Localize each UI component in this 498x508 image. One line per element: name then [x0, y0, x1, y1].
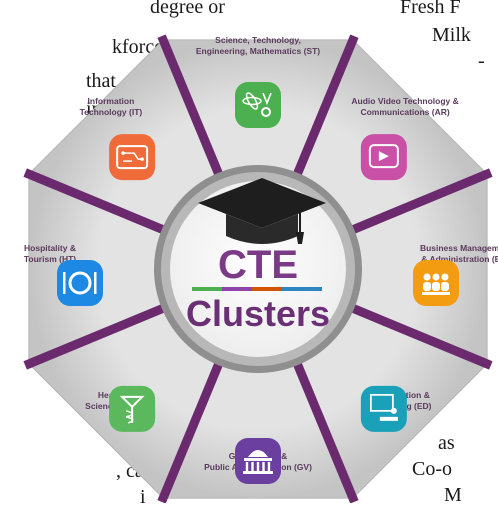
cluster-segment: Government &Public Administration (GV) — [204, 438, 312, 484]
cluster-segment: HealthScience (HL) — [85, 385, 156, 432]
bg-text-line: as — [438, 432, 455, 454]
center-title-cte: CTE — [218, 243, 298, 287]
capitol-icon — [235, 438, 281, 484]
plate-icon — [57, 260, 103, 306]
bg-text-line: Co-o — [412, 458, 452, 480]
cluster-segments: Science, Technology,Engineering, Mathema… — [24, 35, 498, 484]
media-icon — [360, 134, 407, 181]
cluster-label: & Administration (BM) — [421, 254, 498, 264]
cluster-segment: Science, Technology,Engineering, Mathema… — [196, 35, 320, 128]
cluster-segment: Business Management& Administration (BM) — [413, 243, 498, 306]
cluster-label: Technology (IT) — [80, 107, 143, 117]
cluster-label: Communications (AR) — [360, 107, 449, 117]
segment-divider — [157, 34, 224, 179]
cluster-label: Tourism (HT) — [24, 254, 76, 264]
bg-text-line: degree or — [150, 0, 225, 18]
cluster-segment: Audio Video Technology &Communications (… — [351, 96, 459, 181]
segment-divider — [292, 359, 359, 503]
center-disc — [170, 181, 346, 357]
bg-text-line: that — [86, 70, 116, 92]
cluster-segment: Education &Training (ED) — [360, 385, 432, 432]
center-color-bar — [192, 287, 322, 291]
people-icon — [413, 260, 459, 306]
bg-text-line: i — [140, 486, 146, 508]
caduceus-icon — [109, 385, 156, 432]
bg-text-line: - — [478, 50, 485, 72]
center-title-clusters: Clusters — [186, 293, 330, 334]
teacher-icon — [360, 385, 407, 432]
segment-divider — [157, 359, 224, 503]
bg-text-line: M — [444, 484, 462, 506]
bg-text-line: Milk — [432, 24, 471, 46]
cluster-label: Business Management — [420, 243, 498, 253]
segment-divider — [348, 168, 493, 235]
circuit-icon — [109, 134, 156, 181]
cluster-label: Engineering, Mathematics (ST) — [196, 46, 320, 56]
graduation-cap-icon — [198, 178, 326, 244]
bg-text-line: Fresh F — [400, 0, 461, 18]
cluster-segment: Hospitality &Tourism (HT) — [24, 243, 103, 306]
cluster-label: Audio Video Technology & — [351, 96, 458, 106]
segment-divider — [348, 303, 493, 370]
segment-divider — [292, 34, 359, 179]
cluster-label: Hospitality & — [24, 243, 76, 253]
science-icon — [235, 82, 281, 128]
segment-divider — [23, 303, 168, 370]
cluster-label: Science, Technology, — [215, 35, 301, 45]
cluster-label: Information — [88, 96, 135, 106]
cluster-dividers — [23, 34, 493, 503]
segment-divider — [23, 168, 168, 235]
